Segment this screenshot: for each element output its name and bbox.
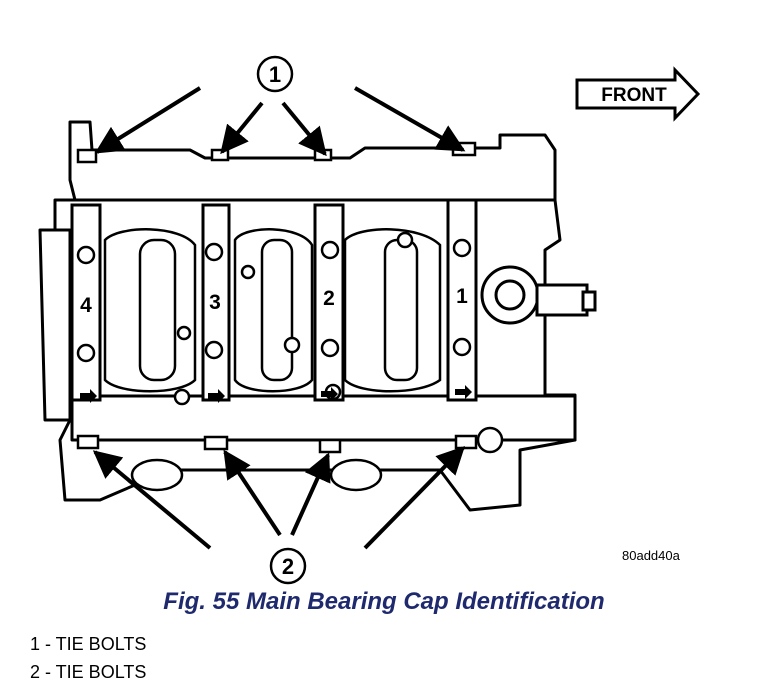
lower-block-details	[76, 426, 504, 492]
legend-item-1: 1 - TIE BOLTS	[30, 634, 147, 654]
bearing-cap-numbers: 4 3 2 1	[80, 285, 468, 317]
main-bearing-caps	[70, 198, 478, 402]
bearing-cap-number-1: 1	[456, 285, 468, 308]
front-label: FRONT	[601, 85, 667, 106]
callout-2-number: 2	[282, 554, 294, 579]
legend: 1 - TIE BOLTS 2 - TIE BOLTS	[30, 630, 146, 686]
bearing-cap-1	[446, 198, 478, 402]
bearing-cap-2	[313, 203, 345, 402]
cap-bolts	[76, 231, 472, 406]
bearing-cap-4	[70, 203, 102, 402]
engine-block-diagram: FRONT	[38, 55, 701, 585]
bearing-cap-number-2: 2	[323, 287, 335, 310]
callout-1-number: 1	[269, 62, 281, 87]
crankshaft-webs	[103, 228, 442, 393]
callout-2: 2	[92, 446, 465, 585]
front-arrow: FRONT	[575, 66, 701, 122]
bearing-cap-number-3: 3	[209, 291, 221, 314]
figure-code: 80add40a	[622, 548, 680, 563]
figure-caption: Fig. 55 Main Bearing Cap Identification	[163, 588, 605, 615]
bearing-cap-number-4: 4	[80, 294, 92, 317]
bearing-cap-3	[201, 203, 231, 402]
legend-item-2: 2 - TIE BOLTS	[30, 662, 147, 682]
callout-1: 1	[94, 55, 466, 157]
crankshaft-snout	[480, 265, 597, 325]
cap-direction-arrows	[80, 385, 472, 403]
